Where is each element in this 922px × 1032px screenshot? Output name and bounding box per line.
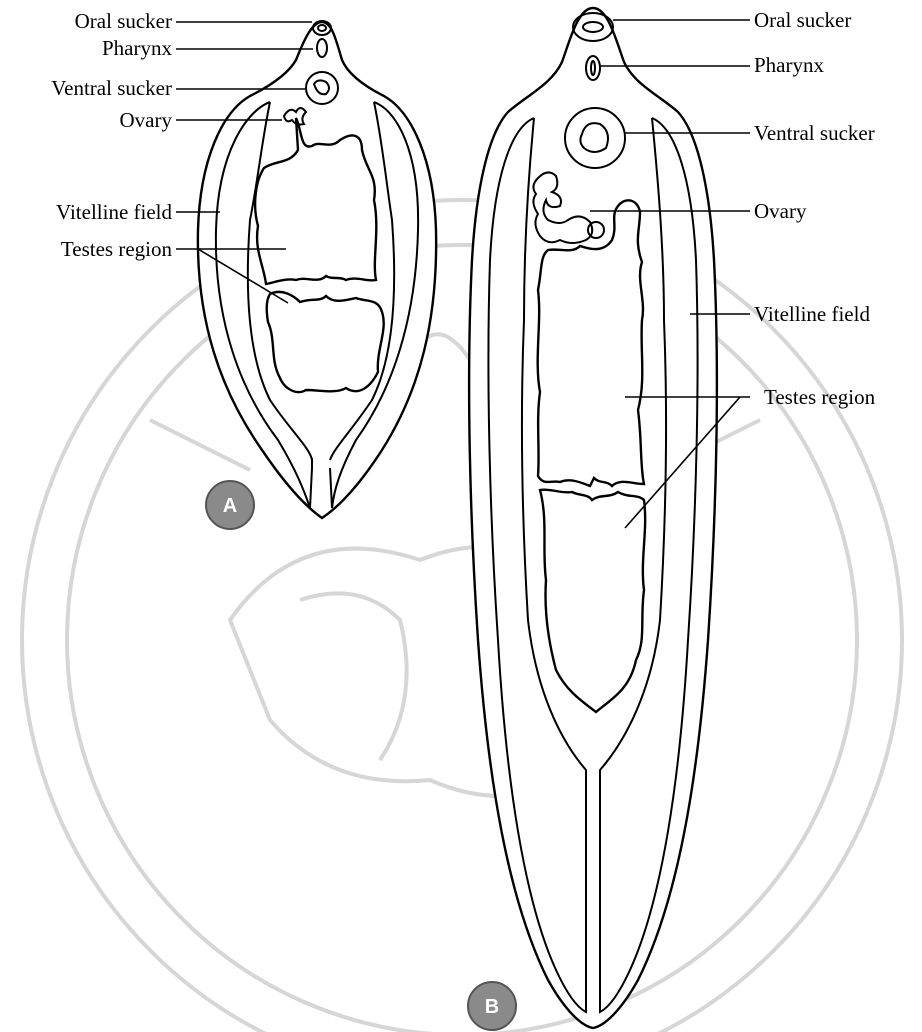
label-b-ventral-sucker: Ventral sucker	[754, 121, 875, 145]
badge-a-label: A	[223, 495, 237, 517]
label-a-vitelline-field: Vitelline field	[56, 200, 172, 224]
specimen-a-testes-lower	[267, 292, 384, 392]
label-b-vitelline-field: Vitelline field	[754, 302, 870, 326]
label-b-pharynx: Pharynx	[754, 53, 824, 77]
label-b-testes-region: Testes region	[764, 385, 876, 409]
label-a-ventral-sucker: Ventral sucker	[51, 76, 172, 100]
badge-a: A	[206, 481, 254, 529]
badge-b: B	[468, 982, 516, 1030]
badge-b-label: B	[485, 996, 499, 1018]
label-a-ovary: Ovary	[120, 108, 173, 132]
label-a-testes-region: Testes region	[61, 237, 173, 261]
specimen-b-drawing	[469, 8, 717, 1028]
label-b-ovary: Ovary	[754, 199, 807, 223]
label-a-oral-sucker: Oral sucker	[75, 9, 172, 33]
label-b-oral-sucker: Oral sucker	[754, 8, 851, 32]
label-a-pharynx: Pharynx	[102, 36, 172, 60]
